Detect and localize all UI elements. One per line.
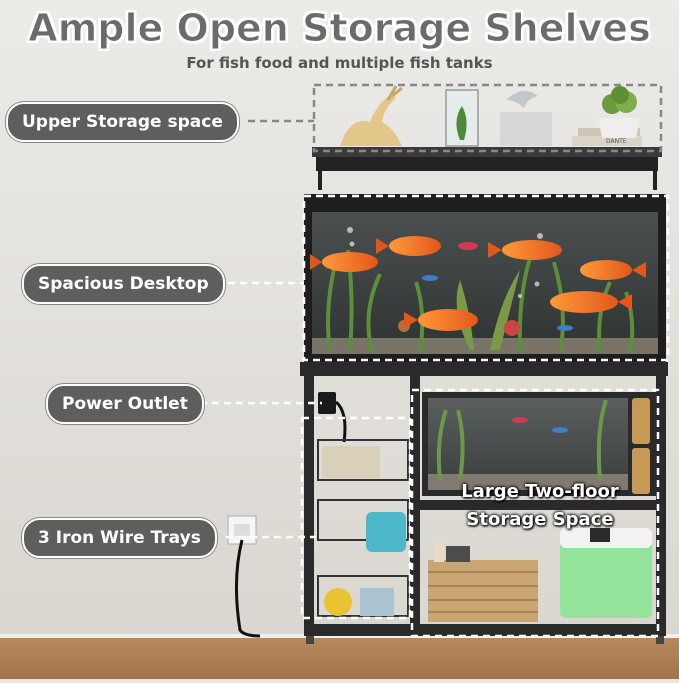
label-spacious-desktop: Spacious Desktop [22,264,225,304]
stand-frame [300,362,668,644]
label-large-storage-line1: Large Two-floor [461,481,619,502]
green-cooler [560,528,652,618]
top-shelf [312,147,662,190]
page-title: Ample Open Storage Shelves [28,6,651,51]
deer-figurine [340,85,403,146]
floor [0,636,679,679]
dolphin-ornament [500,90,552,146]
potted-plant: DANTE [572,86,642,146]
highlight-boxes [300,83,670,638]
page-subtitle: For fish food and multiple fish tanks [186,54,493,72]
label-large-storage-line2: Storage Space [466,509,614,530]
fish-group [310,236,646,331]
wire-trays [317,439,409,617]
glass-terrarium [445,89,479,147]
book-label: DANTE [606,138,627,145]
wicker-basket [428,542,538,622]
label-wire-trays: 3 Iron Wire Trays [22,518,217,558]
aquarium [304,194,666,364]
connector-lines [200,119,322,539]
wall-socket [227,515,261,638]
label-upper-storage: Upper Storage space [6,102,239,142]
label-power-outlet: Power Outlet [46,384,204,424]
small-aquarium [422,392,658,496]
